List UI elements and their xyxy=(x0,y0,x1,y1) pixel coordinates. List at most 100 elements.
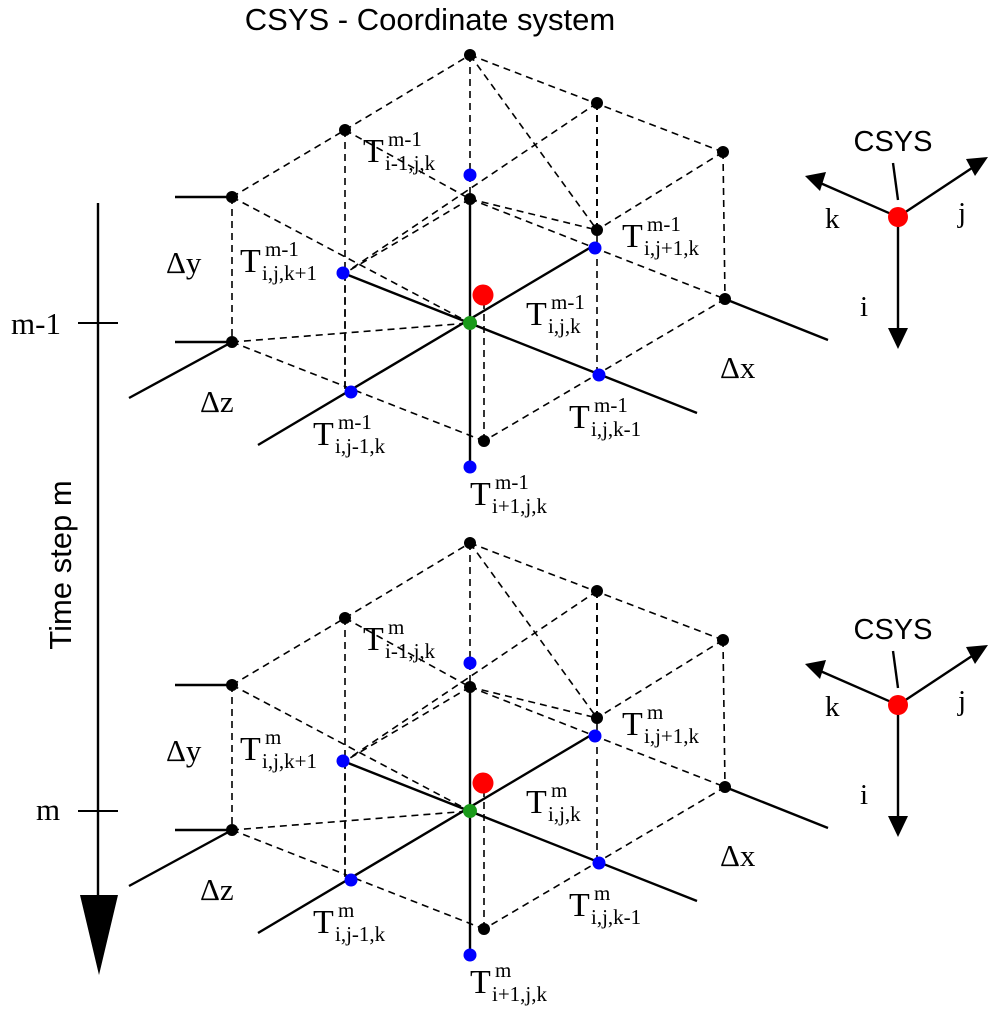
temperature-symbol: T xyxy=(313,904,334,941)
grid-dashed-line xyxy=(483,786,726,930)
csys-leader-line xyxy=(891,162,900,201)
csys-k-axis xyxy=(817,668,899,707)
grid-dashed-line xyxy=(231,322,471,343)
index-subscript: i+1,j,k xyxy=(492,494,548,518)
grid-corner-point xyxy=(478,435,490,447)
right-stub xyxy=(724,297,829,342)
grid-dashed-line xyxy=(231,829,485,930)
temperature-symbol: T xyxy=(569,887,590,924)
csys-k-arrowhead xyxy=(805,660,826,679)
time-superscript: m xyxy=(338,898,354,922)
csys-label: CSYS xyxy=(854,614,933,646)
temperature-symbol: T xyxy=(526,296,547,333)
grid-dashed-line xyxy=(469,542,598,719)
delta-y-label: Δy xyxy=(166,245,202,280)
grid-corner-point xyxy=(464,681,476,693)
neighbor-node-point xyxy=(463,656,477,670)
neighbor-node-point xyxy=(463,168,477,182)
grid-dashed-line xyxy=(344,102,598,274)
grid-dashed-line xyxy=(469,686,598,719)
grid-corner-point xyxy=(719,293,731,305)
right-stub xyxy=(724,785,829,830)
index-subscript: i,j-1,k xyxy=(335,434,386,458)
grid-corner-point xyxy=(226,336,238,348)
k-axis-line xyxy=(342,271,698,415)
time-superscript: m xyxy=(265,725,281,749)
center-node-point xyxy=(472,284,494,306)
grid-corner-point xyxy=(717,146,729,158)
grid-corner-point xyxy=(226,679,238,691)
time-superscript: m-1 xyxy=(265,237,299,261)
grid-corner-point xyxy=(339,124,351,136)
grid-corner-point xyxy=(226,824,238,836)
temperature-symbol: T xyxy=(313,416,334,453)
grid-corner-point xyxy=(591,224,603,236)
origin-node-point xyxy=(463,316,477,330)
grid-corner-point xyxy=(478,923,490,935)
time-superscript: m-1 xyxy=(551,290,585,314)
temperature-symbol: T xyxy=(526,784,547,821)
csys-i-arrowhead xyxy=(888,328,908,349)
csys-j-label: j xyxy=(957,197,966,229)
delta-y-label: Δy xyxy=(166,733,202,768)
grid-dashed-line xyxy=(596,151,724,231)
csys-k-arrowhead xyxy=(805,172,826,191)
time-superscript: m xyxy=(551,778,567,802)
csys-label: CSYS xyxy=(854,126,933,158)
index-subscript: i,j,k-1 xyxy=(591,905,641,929)
temperature-symbol: T xyxy=(622,218,643,255)
time-step-label-m-1: m-1 xyxy=(11,306,61,341)
diagram-title: CSYS - Coordinate system xyxy=(245,2,615,37)
csys-j-axis xyxy=(897,652,976,707)
bottom-left-stub xyxy=(128,340,233,400)
grid-corner-point xyxy=(591,97,603,109)
time-superscript: m xyxy=(388,615,404,639)
time-superscript: m xyxy=(594,881,610,905)
neighbor-node-point xyxy=(344,385,358,399)
time-superscript: m-1 xyxy=(495,470,529,494)
csys-j-arrowhead xyxy=(966,157,988,176)
csys-j-arrowhead xyxy=(966,645,988,664)
delta-z-label: Δz xyxy=(200,872,234,907)
time-superscript: m-1 xyxy=(647,212,681,236)
delta-x-label: Δx xyxy=(720,838,756,873)
index-subscript: i,j,k xyxy=(548,802,581,826)
temperature-symbol: T xyxy=(363,133,384,170)
time-superscript: m-1 xyxy=(594,393,628,417)
time-axis-arrowhead xyxy=(80,895,118,975)
csys-k-label: k xyxy=(825,203,840,235)
grid-dashed-line xyxy=(596,639,724,719)
neighbor-node-point xyxy=(588,241,602,255)
csys-origin-point xyxy=(888,695,908,715)
j-axis-line xyxy=(257,241,599,447)
grid-dashed-line xyxy=(344,542,471,619)
csys-i-arrowhead xyxy=(888,816,908,837)
index-subscript: i,j+1,k xyxy=(644,236,700,260)
csys-i-label: i xyxy=(860,291,868,323)
temperature-symbol: T xyxy=(470,476,491,513)
neighbor-node-point xyxy=(344,873,358,887)
temperature-symbol: T xyxy=(363,621,384,658)
time-axis-label: Time step m xyxy=(43,480,78,649)
temperature-symbol: T xyxy=(240,243,261,280)
csys-i-label: i xyxy=(860,779,868,811)
grid-dashed-line xyxy=(231,341,485,442)
delta-z-label: Δz xyxy=(200,384,234,419)
grid-dashed-line xyxy=(469,54,598,231)
grid-corner-point xyxy=(339,612,351,624)
csys-leader-line xyxy=(891,650,900,689)
center-node-point xyxy=(472,772,494,794)
temperature-symbol: T xyxy=(470,964,491,1001)
csys-k-axis xyxy=(817,180,899,219)
index-subscript: i,j,k xyxy=(548,314,581,338)
grid-dashed-line xyxy=(344,54,471,131)
bottom-left-stub xyxy=(128,828,233,888)
time-axis: m-1 m Time step m xyxy=(11,203,118,975)
